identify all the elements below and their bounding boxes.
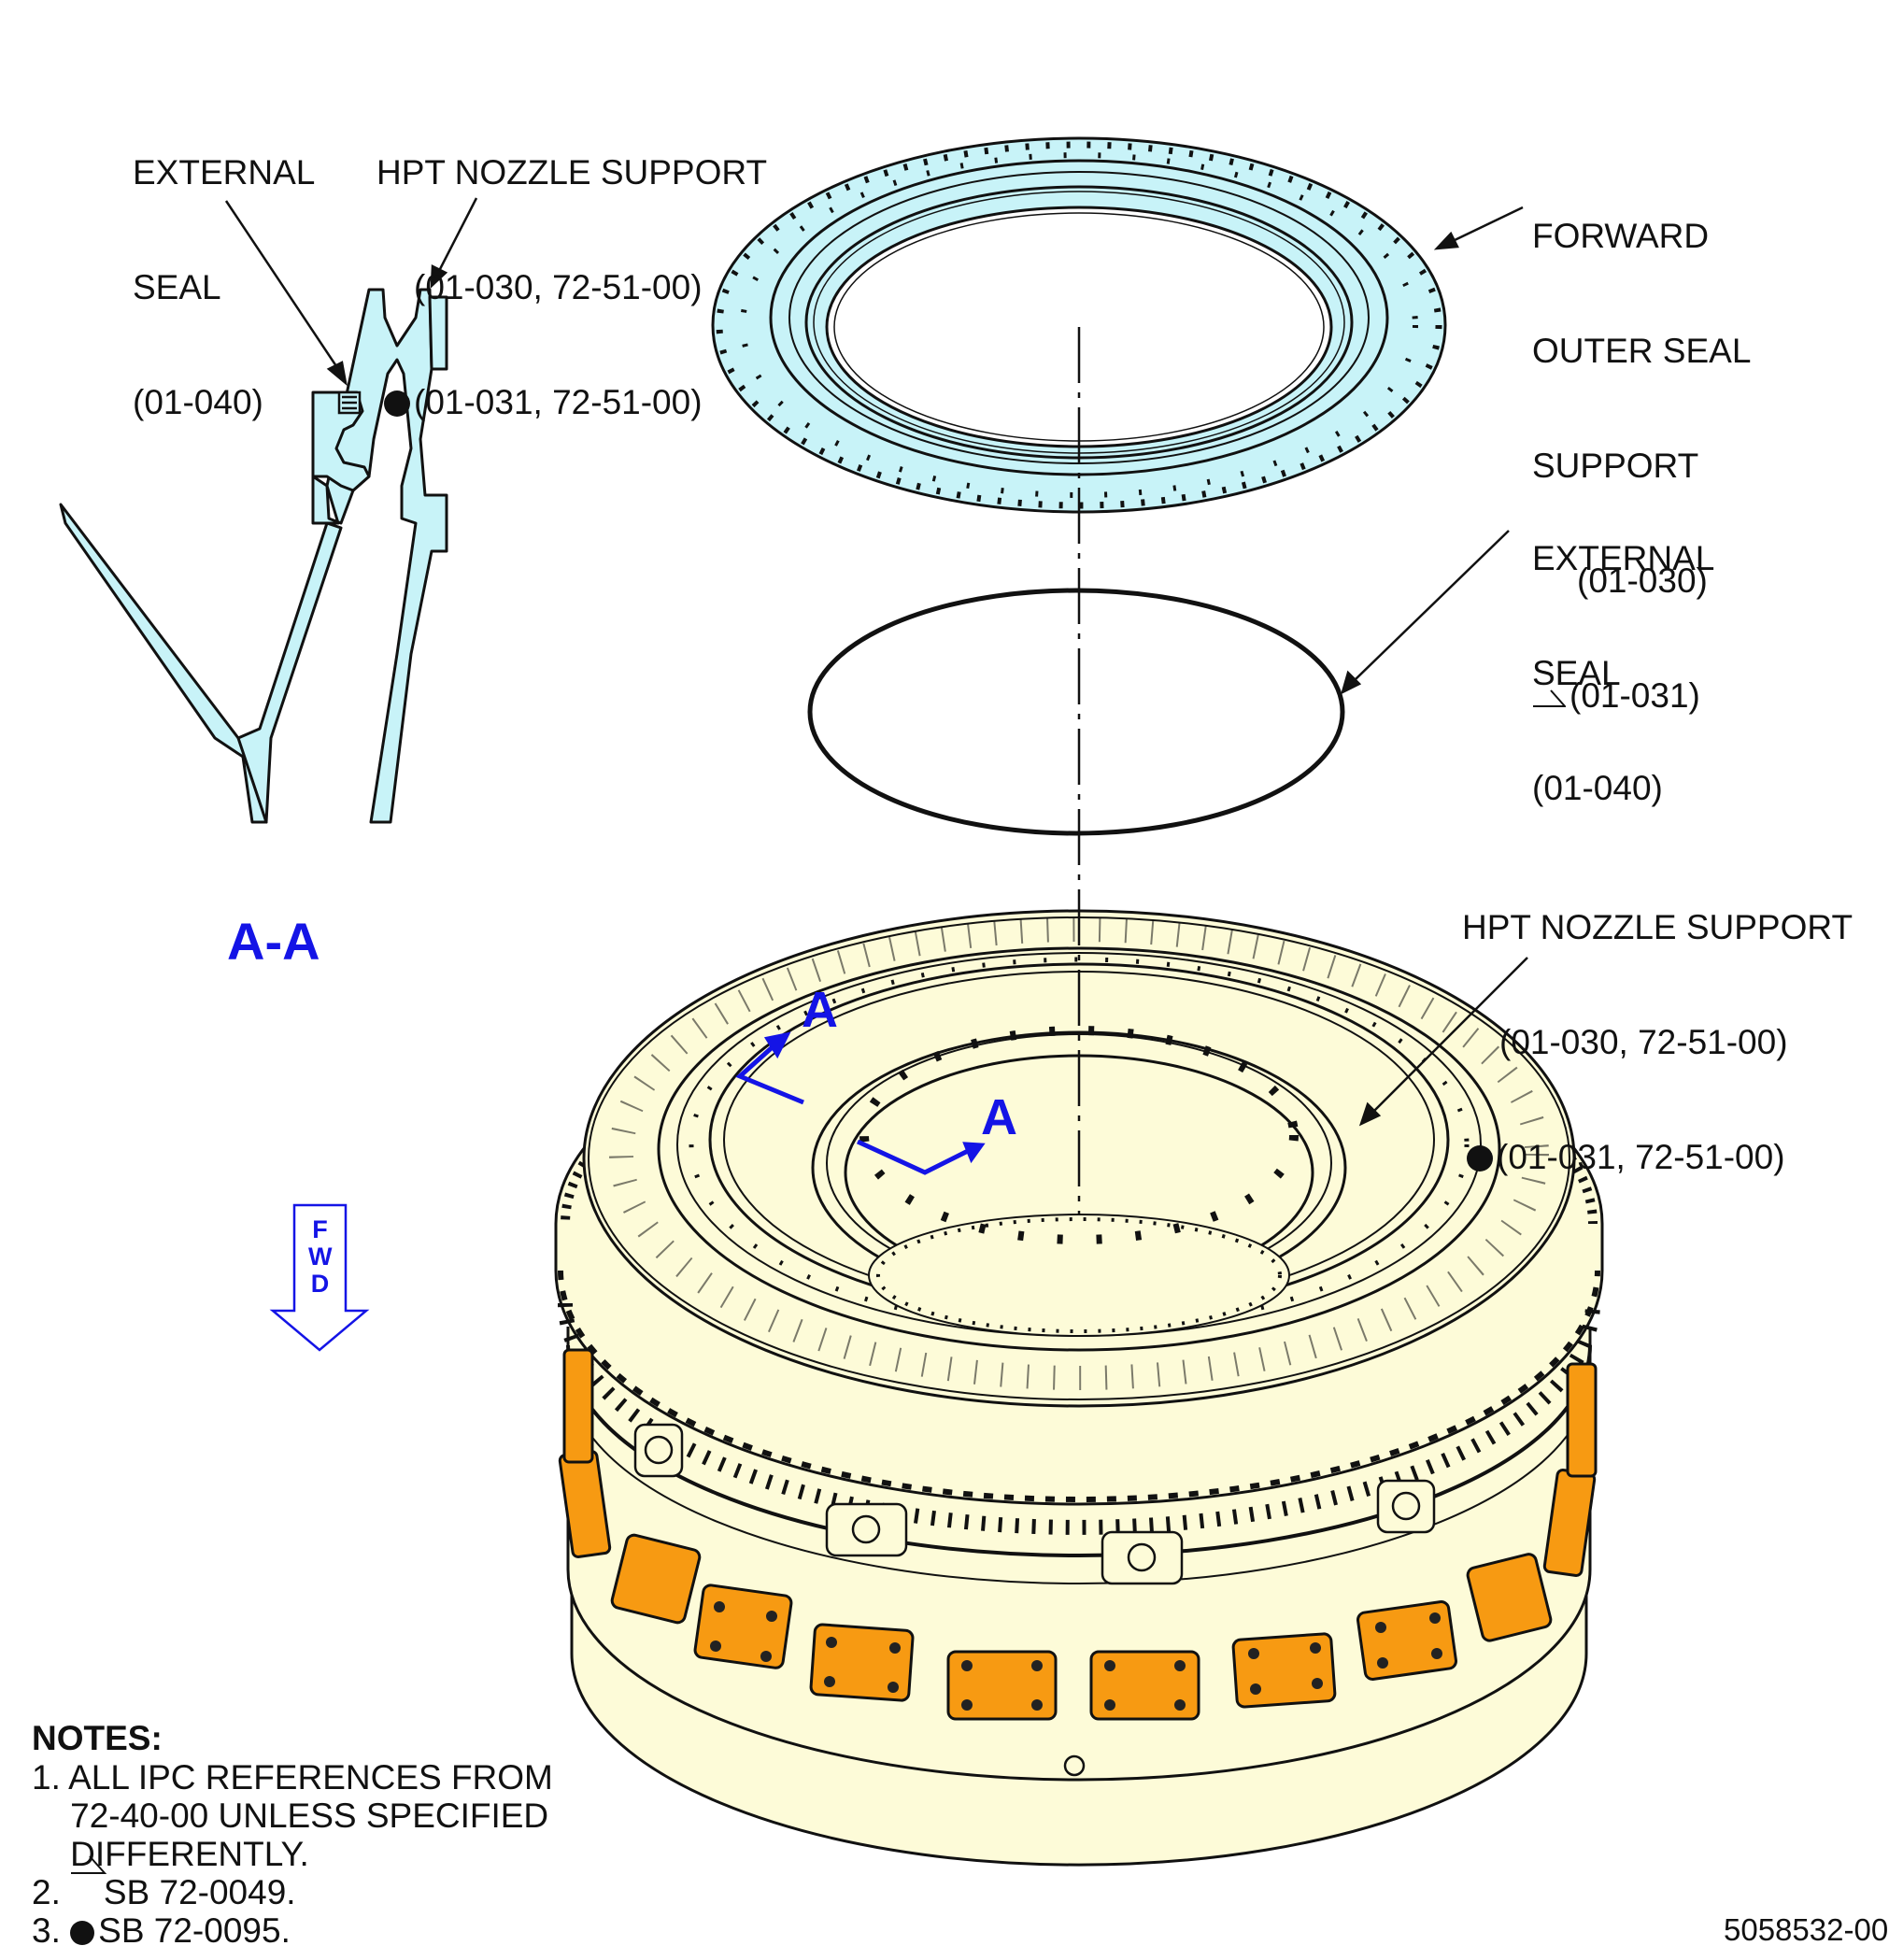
section-marker-upper: A: [802, 982, 838, 1038]
forward-direction-arrow: [269, 1203, 370, 1352]
hpt-right-ref2: (01-031, 72-51-00): [1497, 1138, 1785, 1176]
bracket-bolts: [710, 1601, 1442, 1711]
fwd-letter-f: F: [312, 1215, 328, 1243]
fwd-seal-line2: OUTER SEAL: [1532, 332, 1752, 370]
hpt-left-ref2: (01-031, 72-51-00): [414, 383, 703, 421]
external-seal-left-line2: SEAL: [133, 268, 221, 306]
triangle-flag-icon: [1533, 689, 1566, 707]
external-seal-o-ring: [807, 588, 1345, 836]
hpt-left-title: HPT NOZZLE SUPPORT: [376, 153, 768, 192]
note-1-line3: DIFFERENTLY.: [32, 1835, 309, 1873]
external-seal-right-label: EXTERNAL SEAL (01-040): [1532, 462, 1714, 845]
filled-circle-icon: [384, 391, 410, 417]
filled-circle-icon: [1467, 1145, 1493, 1172]
section-marker-lower: A: [981, 1089, 1017, 1145]
right-leaders: [1341, 206, 1528, 1127]
fwd-seal-line1: FORWARD: [1532, 217, 1710, 255]
note-symbols: [71, 1855, 107, 1874]
hpt-right-ref1: (01-030, 72-51-00): [1499, 1023, 1788, 1061]
fwd-seal-ref2: (01-031): [1569, 676, 1700, 715]
note-3-text: SB 72-0095.: [98, 1911, 291, 1950]
section-a-a-view: [59, 288, 448, 824]
hpt-left-ref1: (01-030, 72-51-00): [414, 268, 703, 306]
external-seal-left-label: EXTERNAL SEAL (01-040): [133, 77, 315, 460]
note-2: 2. SB 72-0049.: [32, 1873, 296, 1911]
fwd-letter-d: D: [310, 1270, 330, 1298]
note-2-number: 2.: [32, 1873, 61, 1911]
notes-title: NOTES:: [32, 1719, 163, 1757]
note-1-line1: 1. ALL IPC REFERENCES FROM: [32, 1758, 553, 1797]
orange-mounting-brackets: [558, 1348, 1598, 1721]
external-seal-right-line3: (01-040): [1532, 769, 1663, 807]
external-seal-section-coil: [337, 391, 362, 415]
body-bosses: [633, 1423, 1436, 1777]
fwd-label: F W D: [308, 1216, 332, 1298]
section-leaders: [224, 197, 478, 387]
section-view-title: A-A: [227, 912, 320, 971]
external-seal-left-line3: (01-040): [133, 383, 263, 421]
hpt-right-title: HPT NOZZLE SUPPORT: [1462, 908, 1853, 946]
section-cut-lines: [735, 1031, 986, 1175]
fwd-seal-ref1: (01-030): [1577, 561, 1708, 600]
hpt-nozzle-support-right-label: HPT NOZZLE SUPPORT (01-030, 72-51-00) (0…: [1462, 831, 1853, 1214]
filled-circle-icon: [70, 1921, 95, 1945]
forward-outer-seal-support-label: FORWARD OUTER SEAL SUPPORT (01-030) (01-…: [1532, 140, 1751, 753]
note-2-text: SB 72-0049.: [103, 1873, 296, 1911]
hpt-nozzle-support-left-label: HPT NOZZLE SUPPORT (01-030, 72-51-00) (0…: [376, 77, 767, 460]
note-3: 3. SB 72-0095.: [32, 1911, 291, 1950]
note-3-number: 3.: [32, 1911, 61, 1950]
fwd-seal-line3: SUPPORT: [1532, 447, 1699, 485]
note-1-line2: 72-40-00 UNLESS SPECIFIED: [32, 1797, 549, 1835]
external-seal-right-line2: SEAL: [1532, 654, 1621, 692]
external-seal-left-line1: EXTERNAL: [133, 153, 316, 192]
external-seal-right-line1: EXTERNAL: [1532, 539, 1715, 577]
drawing-number: 5058532-00: [1724, 1912, 1889, 1947]
fwd-letter-w: W: [308, 1243, 333, 1271]
